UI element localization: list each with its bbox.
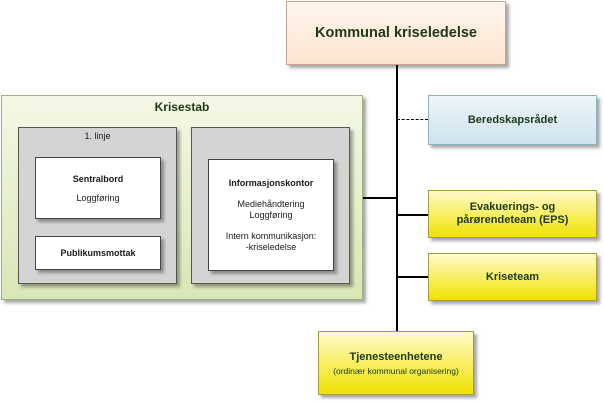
- panel-1-linje: 1. linje Sentralbord Loggføring Publikum…: [18, 127, 177, 284]
- node-kriseteam: Kriseteam: [428, 253, 597, 301]
- node-title: Tjenesteenhetene: [349, 350, 443, 363]
- node-subtitle: (ordinær kommunal organisering): [333, 365, 459, 376]
- node-label: Kommunal kriseledelse: [315, 25, 477, 41]
- node-tjenesteenhetene: Tjenesteenhetene (ordinær kommunal organ…: [318, 331, 474, 395]
- node-title: Publikumsmottak: [60, 247, 136, 258]
- node-label-line: Evakuerings- og: [469, 201, 556, 213]
- node-label-line: pårørendeteam (EPS): [456, 214, 569, 226]
- node-kommunal-kriseledelse: Kommunal kriseledelse: [286, 1, 506, 65]
- node-eps: Evakuerings- og pårørendeteam (EPS): [428, 190, 597, 238]
- group-krisestab: Krisestab 1. linje Sentralbord Loggførin…: [1, 95, 363, 300]
- node-label: Beredskapsrådet: [467, 114, 558, 126]
- node-sentralbord: Sentralbord Loggføring: [35, 157, 161, 219]
- node-title: Informasjonskontor: [228, 178, 314, 188]
- node-title: Sentralbord: [72, 174, 124, 184]
- krisestab-connector: [363, 197, 397, 199]
- node-informasjonskontor: Informasjonskontor Mediehåndtering Loggf…: [208, 159, 334, 271]
- node-beredskapsradet: Beredskapsrådet: [428, 95, 597, 145]
- kriseteam-connector: [397, 276, 428, 278]
- eps-connector: [397, 214, 428, 216]
- beredskap-dashed-connector: [397, 119, 428, 120]
- node-publikumsmottak: Publikumsmottak: [35, 236, 161, 270]
- panel-title: 1. linje: [84, 131, 111, 141]
- node-item: -kriseledelse: [245, 242, 297, 252]
- node-subtitle: Loggføring: [76, 193, 120, 203]
- node-item: Mediehåndtering: [237, 199, 305, 209]
- panel-informasjon: Informasjonskontor Mediehåndtering Loggf…: [191, 127, 350, 284]
- node-label: Kriseteam: [485, 271, 540, 283]
- node-item: Intern kommunikasjon:: [225, 231, 317, 241]
- node-item: Loggføring: [249, 210, 293, 220]
- group-title: Krisestab: [154, 100, 210, 114]
